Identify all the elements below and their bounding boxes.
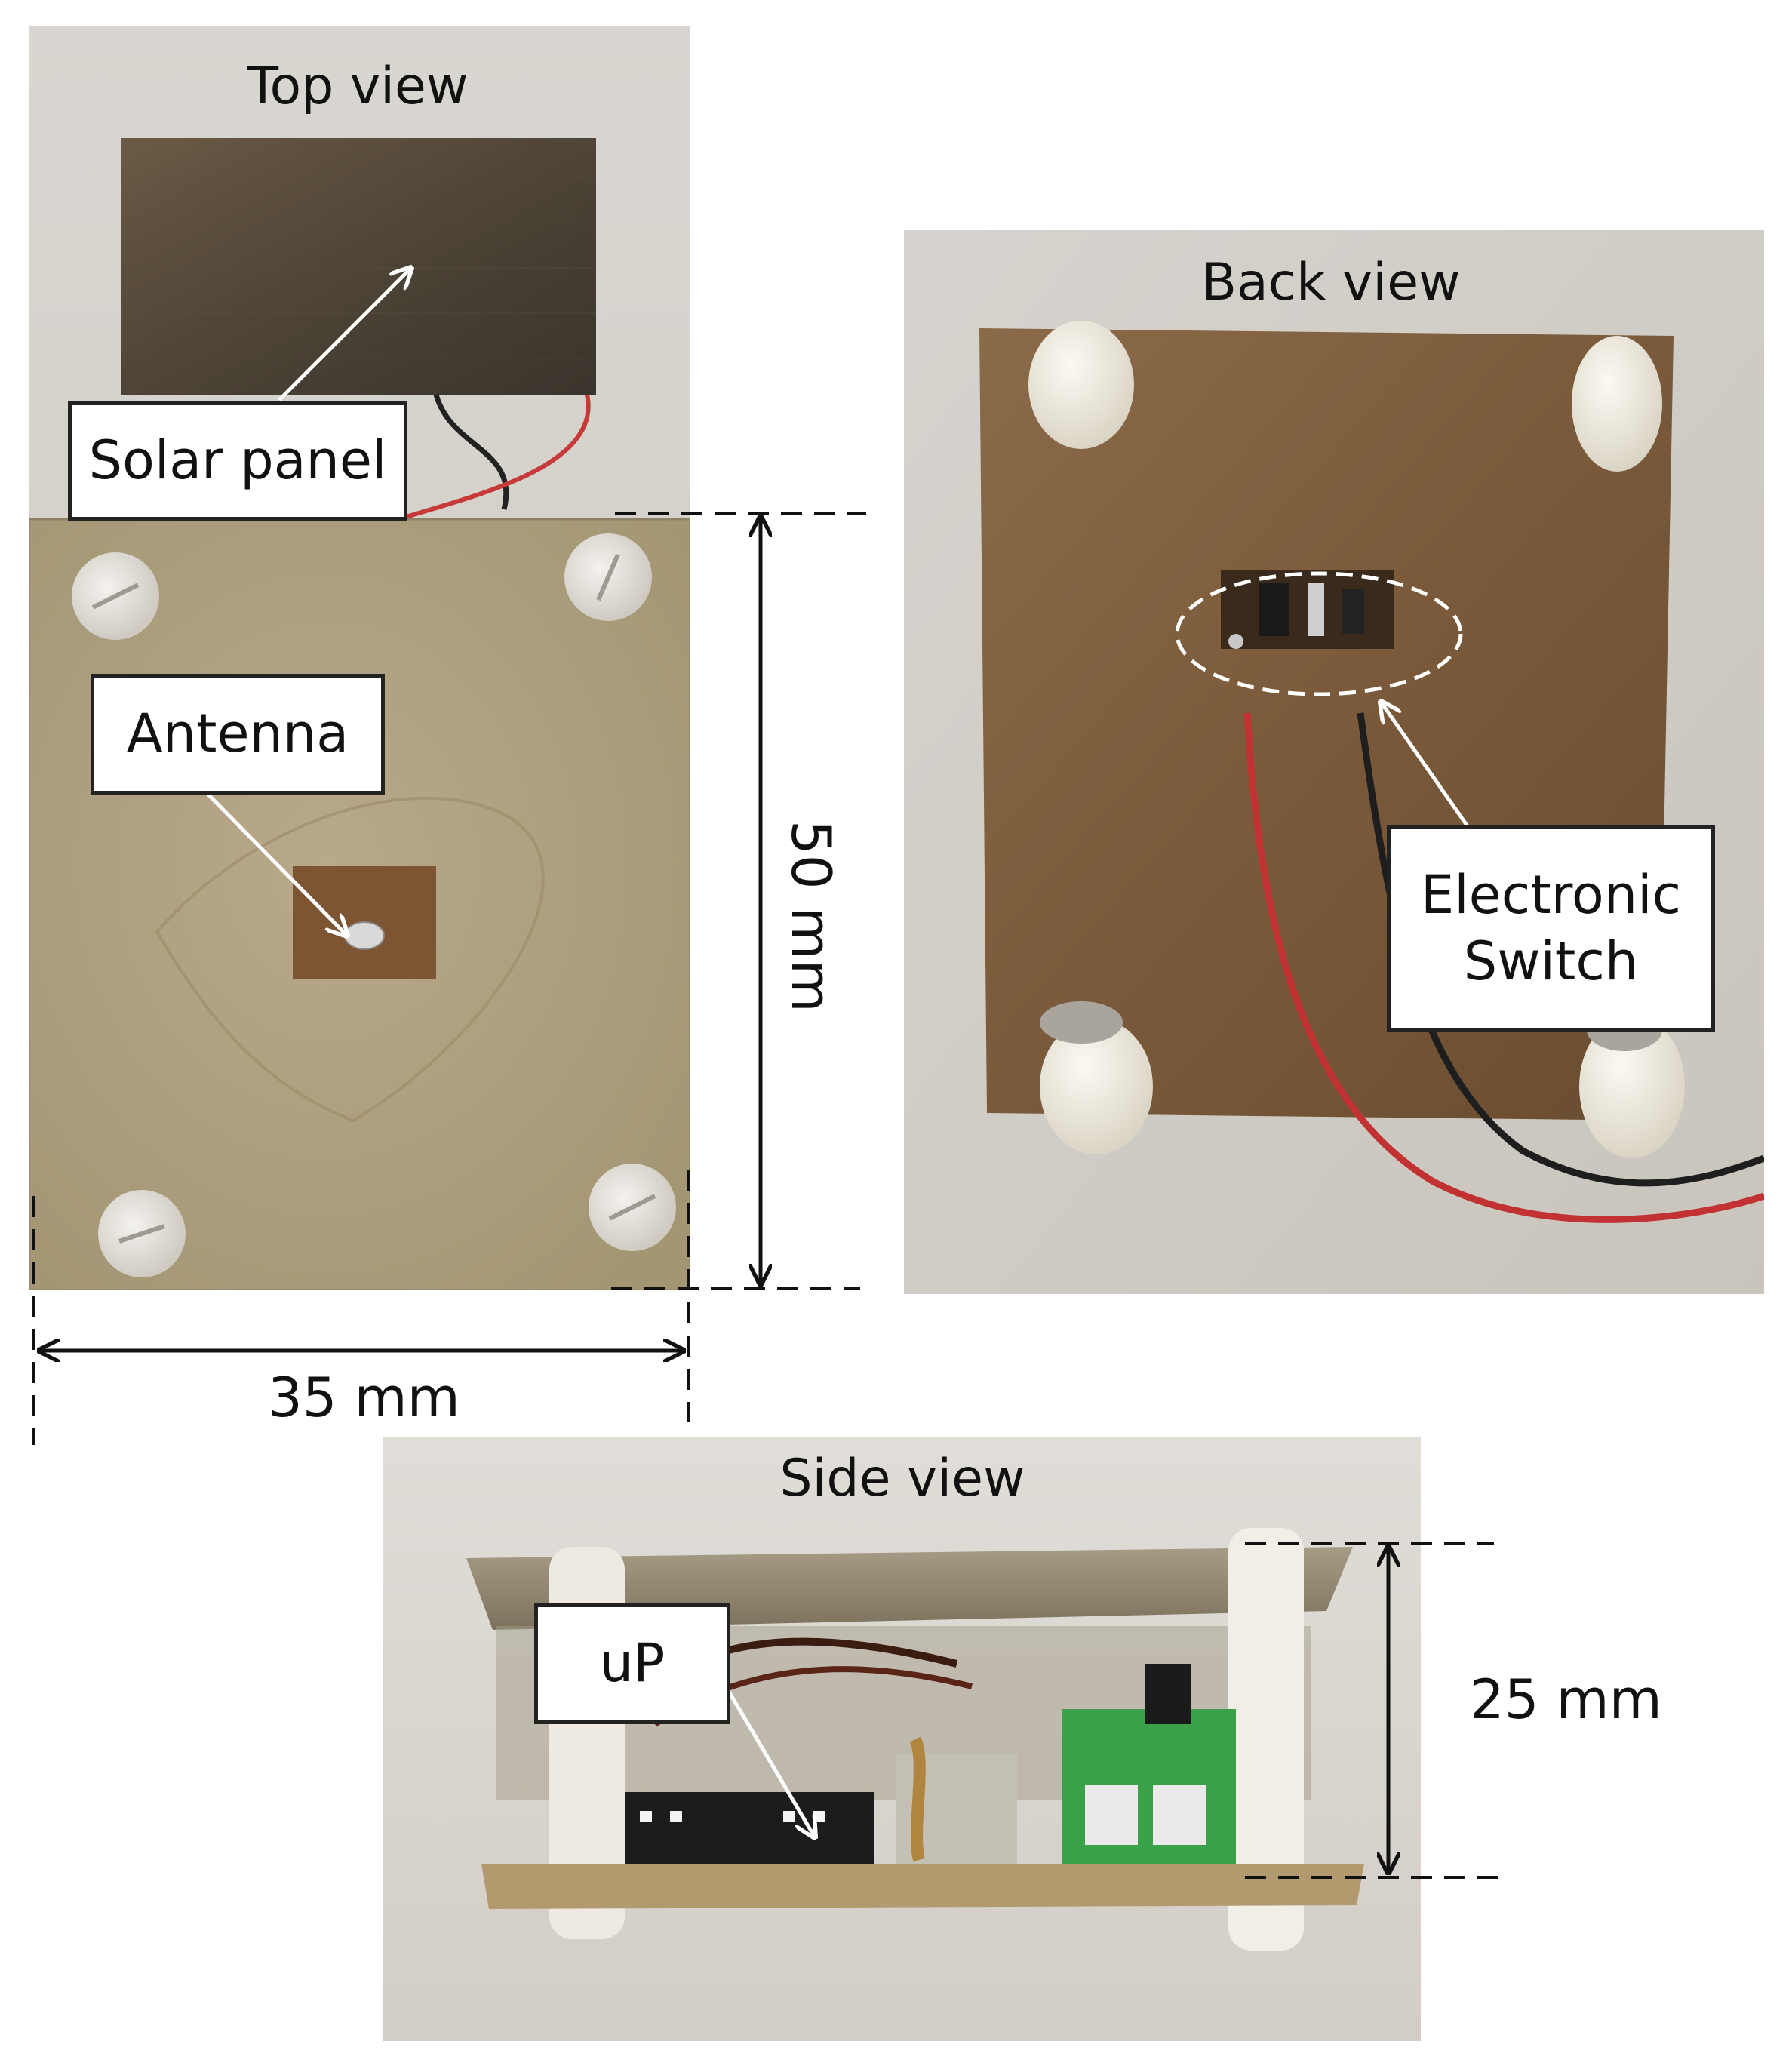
width-dimension-label: 35 mm bbox=[268, 1366, 460, 1429]
antenna-label: Antenna bbox=[91, 674, 385, 795]
height-dimension-label: 50 mm bbox=[779, 820, 843, 1013]
top-view-title: Top view bbox=[247, 57, 469, 116]
electronic-switch-label-line2: Switch bbox=[1463, 930, 1639, 992]
electronic-switch-label: Electronic Switch bbox=[1387, 825, 1715, 1032]
back-view-title: Back view bbox=[1201, 253, 1461, 312]
solar-panel bbox=[121, 138, 596, 395]
electronic-switch-label-line1: Electronic bbox=[1420, 864, 1682, 926]
back-view-photo: Back view bbox=[904, 230, 1764, 1294]
solar-panel-label: Solar panel bbox=[68, 401, 407, 521]
up-label: uP bbox=[534, 1603, 730, 1724]
top-view-photo: Top view bbox=[29, 26, 690, 1290]
side-view-photo: Side view bbox=[383, 1437, 1421, 2041]
depth-dimension-label: 25 mm bbox=[1470, 1668, 1662, 1731]
side-view-title: Side view bbox=[779, 1449, 1025, 1508]
